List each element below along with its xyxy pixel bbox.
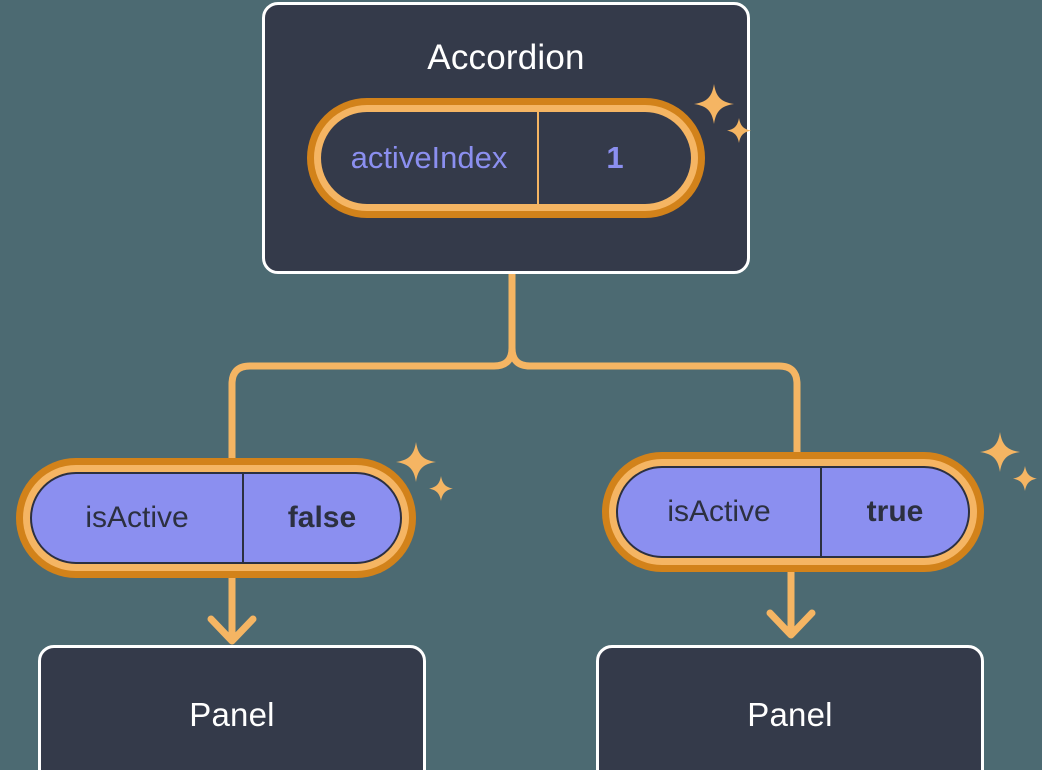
state-pill-inner-ring: activeIndex 1 — [314, 105, 698, 211]
state-pill-inner-ring: isActive false — [23, 465, 409, 571]
connector-accordion-to-right — [508, 270, 801, 460]
state-pill-inner-ring: isActive true — [609, 459, 977, 565]
sparkle-icon — [980, 432, 1020, 472]
arrowhead-left — [207, 615, 257, 645]
node-panel-right[interactable]: Panel — [596, 645, 984, 770]
state-pill-body: isActive true — [616, 466, 970, 558]
state-pill-activeindex[interactable]: activeIndex 1 — [307, 98, 705, 218]
state-pill-isactive-right[interactable]: isActive true — [602, 452, 984, 572]
state-pill-value: false — [287, 501, 357, 534]
sparkle-group-right — [978, 432, 1040, 498]
node-panel-left-title: Panel — [189, 696, 275, 733]
state-pill-key: isActive — [32, 474, 244, 562]
sparkle-small-icon — [1013, 466, 1037, 491]
sparkle-icon — [396, 442, 436, 482]
state-pill-value: true — [866, 495, 924, 528]
connector-accordion-to-left — [228, 270, 516, 466]
state-pill-body: activeIndex 1 — [321, 112, 691, 204]
state-pill-key: isActive — [618, 468, 822, 556]
state-pill-isactive-left[interactable]: isActive false — [16, 458, 416, 578]
sparkle-small-icon — [429, 476, 453, 501]
arrowhead-right — [766, 609, 816, 639]
node-accordion-title: Accordion — [427, 38, 585, 77]
state-pill-key: activeIndex — [321, 112, 539, 204]
node-panel-right-title: Panel — [747, 696, 833, 733]
state-pill-body: isActive false — [30, 472, 402, 564]
node-panel-left[interactable]: Panel — [38, 645, 426, 770]
state-pill-value: 1 — [606, 140, 624, 175]
